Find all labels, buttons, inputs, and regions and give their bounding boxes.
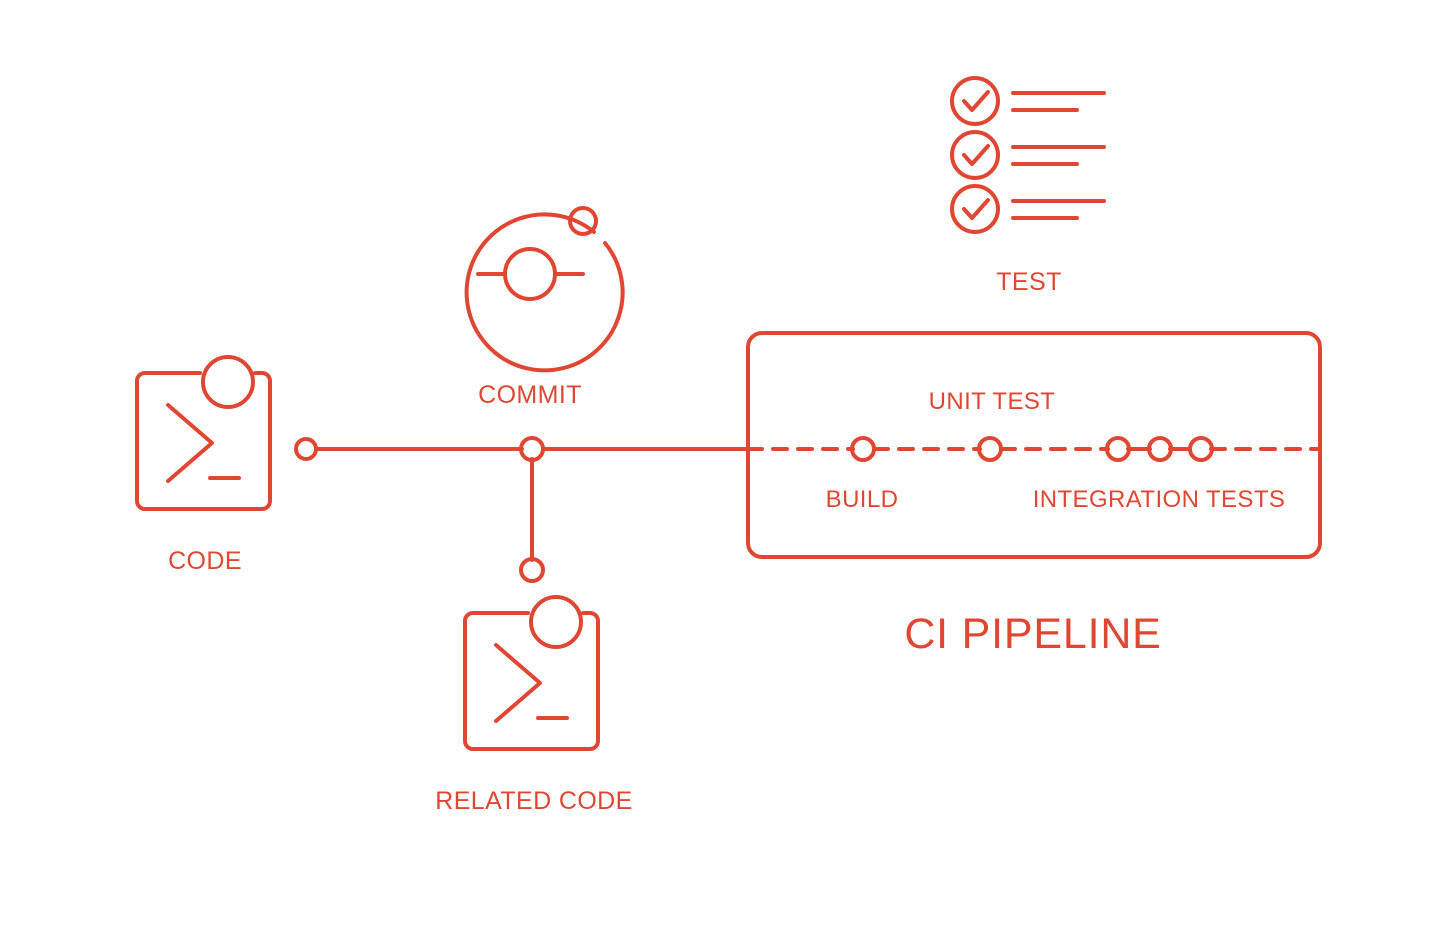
- pipeline-node-integration-3: [1188, 436, 1214, 462]
- commit-satellite-dot-icon: [568, 206, 598, 236]
- page-title: CI PIPELINE: [904, 610, 1161, 658]
- code-badge-circle-icon: [201, 355, 255, 409]
- code-label: CODE: [168, 547, 242, 575]
- pipeline-box-outline: [746, 331, 1322, 559]
- terminal-code-icon: [135, 355, 272, 511]
- check-mark-icon: [962, 144, 990, 166]
- check-circle-icon: [950, 130, 1000, 180]
- main-timeline: [294, 436, 754, 583]
- commit-orbit-icon: [464, 206, 625, 373]
- related-code-label: RELATED CODE: [435, 787, 632, 815]
- stage-label-unit-test: UNIT TEST: [929, 388, 1056, 415]
- pipeline-node-integration-2: [1147, 436, 1173, 462]
- checklist-row-1: [950, 76, 1106, 126]
- stage-label-build: BUILD: [826, 486, 899, 513]
- checklist-icon: [950, 76, 1106, 234]
- commit-label: COMMIT: [478, 381, 582, 409]
- commit-orbit-ring: [464, 212, 625, 373]
- timeline-node-code: [294, 437, 318, 461]
- check-circle-icon: [950, 184, 1000, 234]
- terminal-window-outline: [463, 611, 600, 751]
- code-icon-group: [135, 355, 272, 511]
- terminal-chevron-icon: [494, 643, 542, 723]
- pipeline-timeline: [746, 436, 1322, 462]
- pipeline-node-build: [850, 436, 876, 462]
- stage-label-integration-tests: INTEGRATION TESTS: [1033, 486, 1286, 513]
- checklist-row-2: [950, 130, 1106, 180]
- terminal-chevron-icon: [166, 403, 214, 483]
- terminal-window-outline: [135, 371, 272, 511]
- ci-pipeline-box: [746, 331, 1322, 559]
- test-label: TEST: [996, 268, 1062, 296]
- check-mark-icon: [962, 198, 990, 220]
- check-mark-icon: [962, 90, 990, 112]
- checklist-row-3: [950, 184, 1106, 234]
- code-badge-circle-icon: [529, 595, 583, 649]
- related-code-icon-group: [463, 595, 600, 751]
- timeline-node-commit: [519, 436, 545, 462]
- terminal-code-icon: [463, 595, 600, 751]
- pipeline-node-integration-1: [1105, 436, 1131, 462]
- check-circle-icon: [950, 76, 1000, 126]
- pipeline-node-unit-test: [977, 436, 1003, 462]
- timeline-node-related-code: [519, 557, 545, 583]
- commit-center-node-icon: [503, 247, 557, 301]
